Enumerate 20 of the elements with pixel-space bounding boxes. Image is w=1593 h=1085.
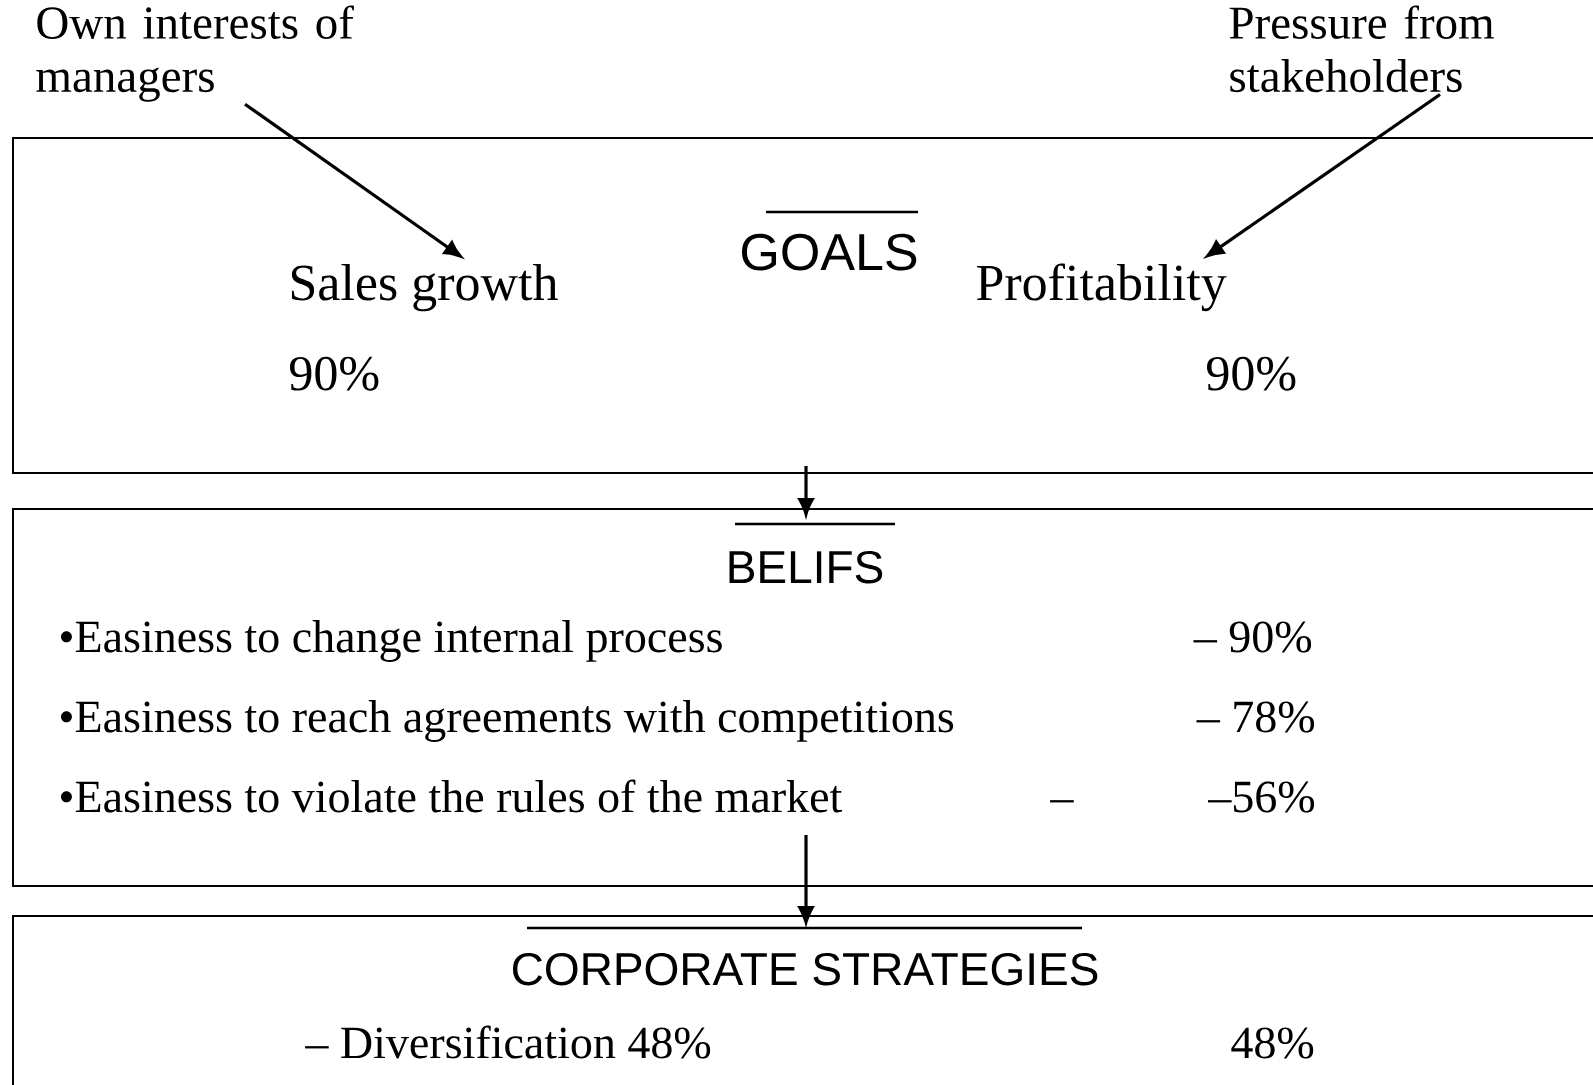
node-text: Own interests of managers	[36, 5, 354, 102]
heading: BELIFS	[729, 522, 895, 584]
list-text: •Easiness to reach agreements with competitions	[61, 700, 954, 742]
node-text: Sales growth	[291, 263, 558, 312]
arrow	[244, 102, 462, 258]
heading: GOALS	[742, 210, 918, 271]
list-text: – Diversification 48%	[305, 1025, 711, 1059]
list-text: – 78%	[1196, 701, 1315, 733]
list-text: –56%	[1208, 781, 1315, 813]
node-text: Pressure from stakeholders	[1229, 5, 1494, 93]
node-text: Profitability	[976, 263, 1227, 312]
heading: CORPORATE STRATEGIES	[513, 926, 1098, 986]
list-text: •Easiness to change internal process	[61, 620, 722, 662]
arrow	[798, 835, 814, 924]
percent-label: 90%	[1207, 356, 1296, 391]
list-text: –	[1050, 800, 1074, 803]
list-text: 48%	[1231, 1027, 1314, 1059]
percent-label: 90%	[290, 356, 379, 391]
list-text: – 90%	[1193, 621, 1312, 653]
list-text: •Easiness to violate the rules of the market	[61, 779, 843, 813]
